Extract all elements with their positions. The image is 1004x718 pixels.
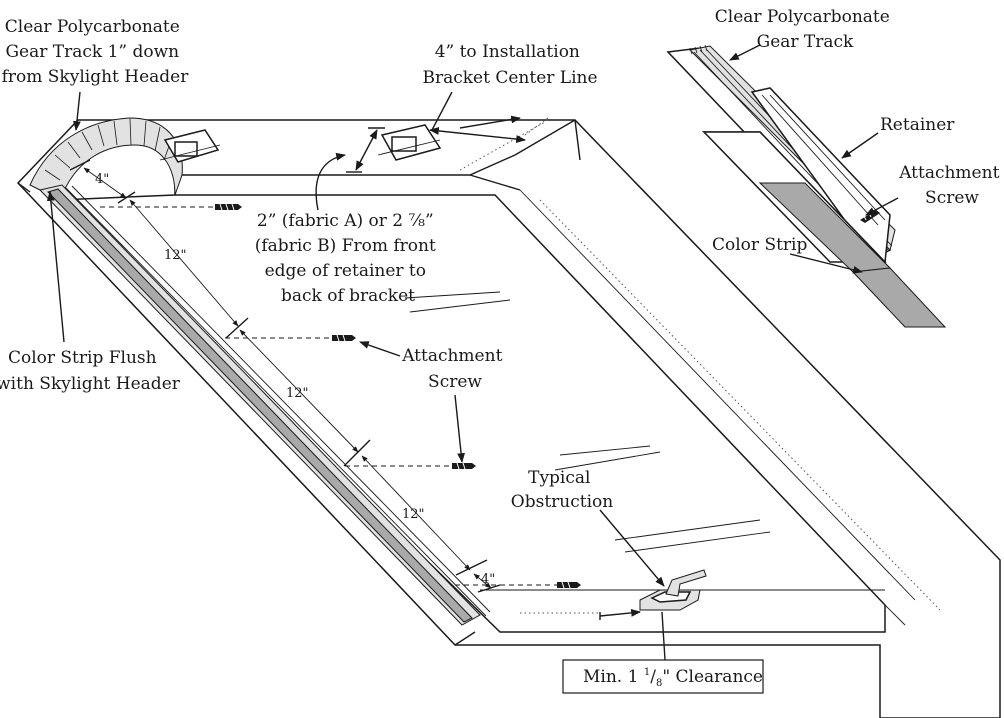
color-strip-flush-label: Color Strip Flush with Skylight Header (0, 348, 181, 394)
attachment-screw-label-line: Screw (428, 372, 482, 392)
detail-gear-track-label-line: Clear Polycarbonate (715, 7, 890, 27)
clearance-slash: / (650, 667, 656, 687)
color-strip-flush-label-line: with Skylight Header (0, 374, 181, 394)
detail-attachment-screw-label-line: Attachment (898, 163, 999, 183)
installation-bracket-left (159, 129, 221, 163)
clearance-denominator: 8 (656, 678, 662, 689)
fabric-offset-dimension (315, 127, 385, 211)
typical-obstruction-label-line: Obstruction (511, 492, 613, 512)
gear-track-main-label-line: Clear Polycarbonate (5, 17, 180, 37)
spacing-1-label: 12" (164, 248, 187, 263)
clearance-label: Min. 1 1/8" Clearance (583, 667, 763, 689)
screw-4 (455, 581, 581, 589)
installation-bracket-label-line: 4” to Installation (435, 42, 580, 62)
detail-gear-track-label-line: Gear Track (757, 32, 854, 52)
clearance-suffix: " Clearance (662, 667, 763, 687)
top-offset-label: 4" (95, 172, 109, 187)
retainer-label: Retainer (880, 115, 955, 135)
detail-attachment-screw-label: Attachment Screw (898, 163, 1004, 208)
attachment-screw-label-line: Attachment (401, 346, 502, 366)
detail-color-strip-label: Color Strip (712, 235, 807, 255)
fabric-offset-label-line: back of bracket (281, 286, 415, 306)
installation-bracket-right (377, 124, 442, 161)
clearance-callout: Min. 1 1/8" Clearance (562, 659, 764, 694)
clearance-numerator: 1 (644, 667, 650, 678)
attachment-screw-label: Attachment Screw (401, 346, 508, 392)
fabric-offset-label-line: edge of retainer to (265, 261, 426, 281)
gear-track-main-label-line: from Skylight Header (2, 67, 190, 87)
skylight-frame (16, 119, 1001, 718)
spacing-2-label: 12" (286, 386, 309, 401)
typical-obstruction-label-line: Typical (528, 468, 590, 488)
installation-bracket-label-line: Bracket Center Line (422, 68, 597, 88)
detail-gear-track-label: Clear Polycarbonate Gear Track (715, 7, 895, 52)
installation-bracket-label: 4” to Installation Bracket Center Line (422, 42, 597, 88)
spacing-dimensions (69, 159, 501, 593)
detail-attachment-screw-label-line: Screw (925, 188, 979, 208)
gear-track-main-label-line: Gear Track 1” down (5, 42, 179, 62)
color-strip-flush-label-line: Color Strip Flush (8, 348, 157, 368)
bottom-offset-label: 4" (481, 572, 495, 587)
clearance-prefix: Min. 1 (583, 667, 644, 687)
detail-color-strip (702, 131, 947, 328)
typical-obstruction (520, 569, 707, 620)
fabric-offset-label: 2” (fabric A) or 2 ⅞” (fabric B) From fr… (255, 211, 441, 306)
spacing-3-label: 12" (402, 507, 425, 522)
bracket-offset-dimension (429, 117, 549, 143)
leader-lines (46, 44, 899, 661)
fabric-offset-label-line: (fabric B) From front (255, 236, 436, 256)
typical-obstruction-label: Typical Obstruction (511, 468, 613, 512)
clearance-box (562, 659, 764, 694)
fabric-offset-label-line: 2” (fabric A) or 2 ⅞” (257, 211, 434, 231)
gear-track-main-label: Clear Polycarbonate Gear Track 1” down f… (2, 17, 190, 87)
